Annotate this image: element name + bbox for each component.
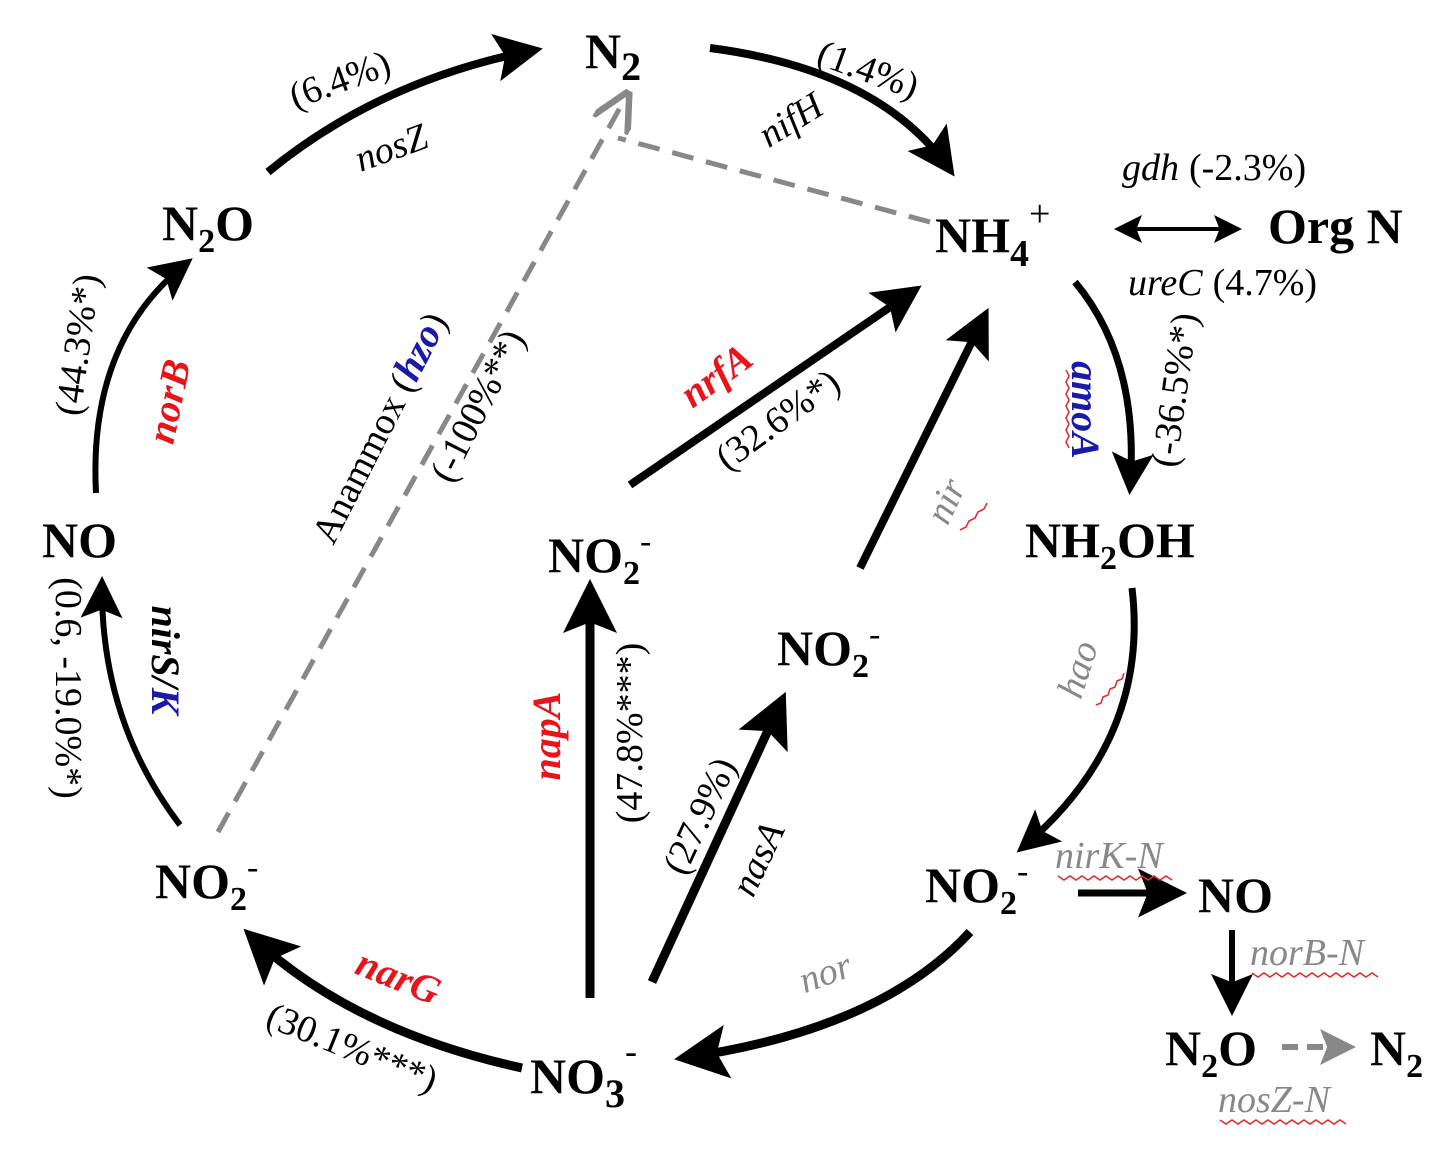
- node-no2-center: NO2-: [777, 616, 880, 685]
- arrow-n2o-to-n2: [265, 34, 543, 176]
- node-n2-top: N2: [585, 23, 641, 89]
- label-nosz-pct: (6.4%): [284, 42, 397, 117]
- spellcheck-squiggle-noszn: [1219, 1119, 1347, 1125]
- node-n2o-right: N2O: [1165, 1020, 1257, 1085]
- label-napa-gene: napA: [524, 692, 569, 781]
- label-amoa-pct: (-36.5%*): [1143, 310, 1206, 469]
- arrow-no-to-n2o: [92, 258, 193, 494]
- arrow-no3-to-no2-nasa: [647, 691, 788, 984]
- label-nosz-gene: nosZ: [349, 115, 434, 180]
- label-gdh: gdh(-2.3%): [1122, 147, 1306, 189]
- label-narg-gene: narG: [350, 940, 447, 1014]
- arrow-no3-to-no2-narg: [243, 928, 523, 1073]
- label-norbn-gene: norB-N: [1250, 932, 1367, 974]
- node-nh4: NH4+: [935, 193, 1050, 275]
- label-norb-pct: (44.3%*): [47, 271, 108, 418]
- arrow-nh4-to-nh2oh: [1072, 279, 1154, 495]
- node-nh2oh: NH2OH: [1025, 512, 1195, 577]
- label-nir-gene: nir: [918, 472, 975, 530]
- label-nor-gene: nor: [793, 944, 857, 1002]
- arrow-no2-to-nh4-nrfa: [627, 285, 922, 489]
- label-nasa-gene: nasA: [723, 815, 794, 902]
- label-hao-gene: hao: [1049, 636, 1107, 703]
- arrow-nh2oh-to-no2: [1016, 587, 1138, 853]
- node-no-right: NO: [1198, 867, 1273, 923]
- label-urec: ureC(4.7%): [1128, 262, 1317, 304]
- node-n2o-left: N2O: [162, 195, 254, 260]
- label-amoa-gene: amoA: [1063, 361, 1108, 459]
- spellcheck-squiggle-nir: [959, 502, 988, 531]
- label-nifh-gene: nifH: [751, 83, 833, 156]
- arrow-no2-to-nh4-nir: [856, 307, 989, 570]
- label-nirkn-gene: nirK-N: [1055, 835, 1165, 877]
- label-noszn-gene: nosZ-N: [1218, 1079, 1333, 1121]
- spellcheck-squiggle-norbn: [1251, 972, 1379, 978]
- arrow-n2-to-nh4: [709, 44, 955, 177]
- label-norb-gene: norB: [138, 355, 200, 447]
- spellcheck-squiggle-amoa: [1065, 369, 1070, 449]
- label-anammox: Anammox (hzo): [301, 304, 456, 550]
- node-no3: NO3-: [530, 1031, 637, 1116]
- node-no-left: NO: [42, 512, 117, 568]
- node-no2-mid: NO2-: [548, 523, 651, 592]
- arrow-anammox-dashed: [215, 95, 627, 834]
- spellcheck-squiggle-hao: [1095, 672, 1125, 706]
- nodes: N2 NH4+ Org N N2O NO NO2- NO2- NO2- NH2O…: [42, 23, 1423, 1116]
- arrow-no2-to-no3-nor: [674, 928, 974, 1079]
- arrow-anammox-nh4-dashed: [617, 135, 931, 225]
- node-org-n: Org N: [1268, 198, 1403, 254]
- label-nirsk-gene: nirS/K: [143, 606, 188, 717]
- node-no2-right: NO2-: [925, 853, 1028, 922]
- node-n2-right: N2: [1370, 1020, 1423, 1085]
- node-no2-left: NO2-: [155, 849, 258, 918]
- label-napa-pct: (47.8%***): [609, 643, 651, 823]
- label-nirsk-pct: (0.6, -19.0%*): [47, 577, 89, 799]
- arrows: [80, 34, 1356, 1079]
- arrow-no2-to-no: [80, 576, 183, 827]
- spellcheck-squiggle-nirkn: [1057, 875, 1173, 881]
